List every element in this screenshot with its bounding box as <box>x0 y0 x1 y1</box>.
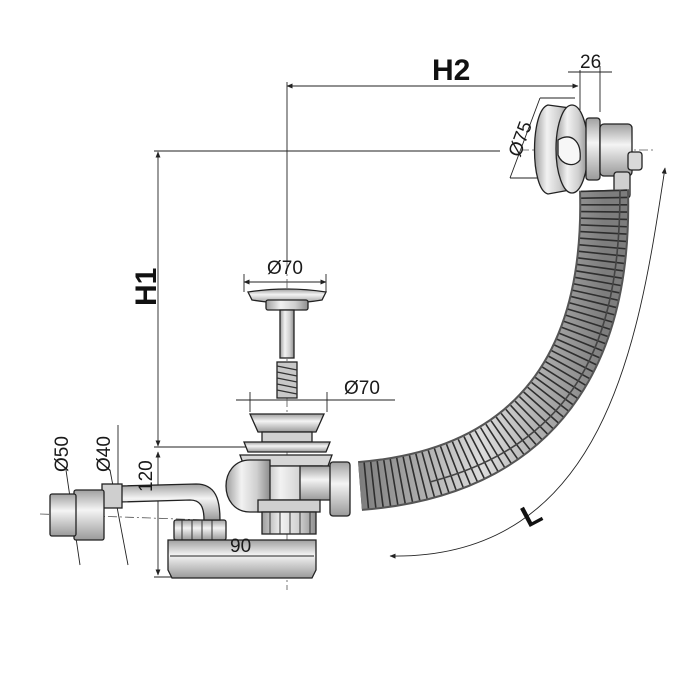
dim-d70-top-label: Ø70 <box>267 258 303 279</box>
dim-d70-mid-label: Ø70 <box>344 378 380 399</box>
h1-label: H1 <box>130 268 163 306</box>
h2-label: H2 <box>432 54 470 87</box>
dim-90-label: 90 <box>230 536 251 557</box>
siphon-trap <box>49 483 317 579</box>
dim-d75-label: Ø75 <box>505 119 537 160</box>
drain-body <box>225 413 351 535</box>
dim-26-label: 26 <box>580 52 601 73</box>
dim-d40-label: Ø40 <box>94 436 115 472</box>
dim-d50-label: Ø50 <box>52 436 73 472</box>
overflow-head <box>533 104 643 199</box>
overflow-hose <box>357 189 630 511</box>
l-label: L <box>516 496 548 534</box>
dim-120-label: 120 <box>136 460 157 492</box>
drain-stopper <box>247 288 327 399</box>
